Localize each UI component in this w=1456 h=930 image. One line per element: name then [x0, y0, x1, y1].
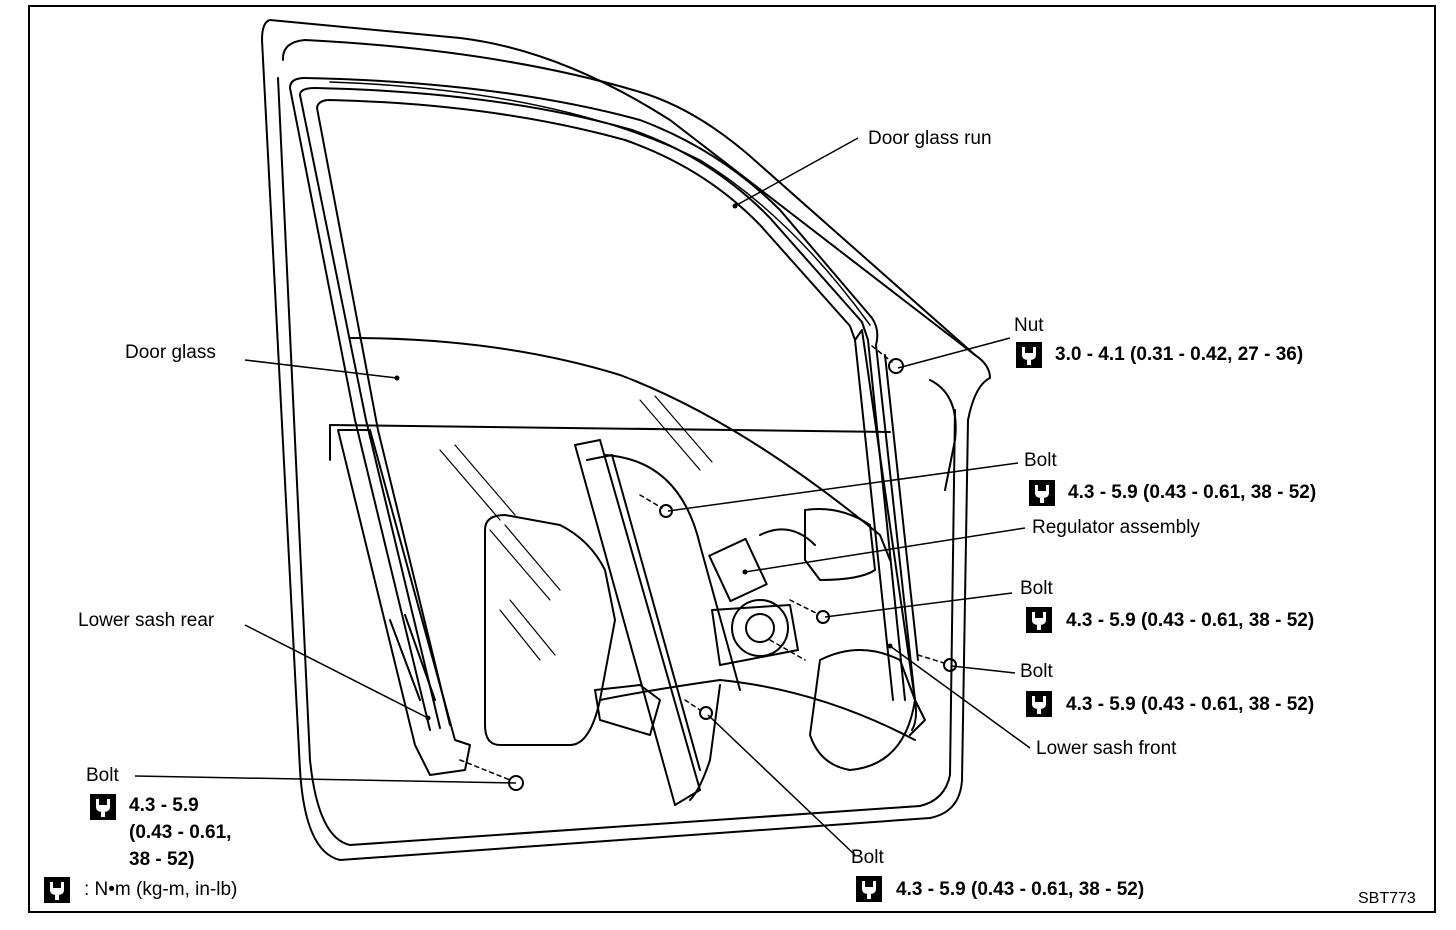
torque-spec-bolt-left: 4.3 - 5.9 (0.43 - 0.61, 38 - 52): [129, 792, 231, 873]
unit-legend: : N•m (kg-m, in-lb): [84, 879, 238, 900]
regulator-channel: [574, 439, 701, 806]
label-lower-sash-rear: Lower sash rear: [78, 610, 215, 631]
label-bolt-left: Bolt: [86, 765, 119, 786]
torque-spec-bolt-upper: 4.3 - 5.9 (0.43 - 0.61, 38 - 52): [1068, 482, 1317, 503]
leader-nut: [897, 337, 1011, 369]
regulator-gear: [731, 599, 789, 657]
panel-cutout: [484, 514, 616, 746]
torque-wrench-icon: [1026, 607, 1052, 633]
torque-wrench-icon: [1029, 480, 1055, 506]
leader-bolt-middle: [824, 592, 1013, 618]
leader-regulator: [744, 527, 1026, 573]
leader-bolt-bottom: [707, 714, 856, 856]
glass-run: [329, 81, 871, 326]
door-sash-frame: [289, 77, 917, 731]
leader-door-glass: [244, 359, 398, 379]
label-door-glass: Door glass: [125, 342, 216, 363]
label-door-glass-run: Door glass run: [868, 128, 992, 149]
torque-wrench-icon: [90, 794, 116, 820]
label-regulator-assembly: Regulator assembly: [1032, 517, 1200, 538]
torque-line: 38 - 52): [129, 849, 195, 870]
torque-line: 4.3 - 5.9: [129, 795, 199, 816]
bolt-right-lower-part: [943, 658, 957, 672]
regulator-motor: [708, 537, 768, 603]
torque-wrench-icon: [1016, 342, 1042, 368]
leader-lower-sash-front: [889, 645, 1031, 749]
leader-door-glass-run: [734, 137, 859, 207]
label-bolt-upper: Bolt: [1024, 450, 1057, 471]
door-glass-outline: [349, 337, 891, 561]
label-nut: Nut: [1014, 315, 1044, 336]
torque-wrench-icon: [44, 877, 70, 903]
leader-bolt-right-lower: [951, 665, 1016, 674]
leader-bolt-left: [134, 775, 517, 784]
torque-spec-bolt-right-lower: 4.3 - 5.9 (0.43 - 0.61, 38 - 52): [1066, 694, 1315, 715]
round-cutout: [809, 649, 916, 771]
torque-line: (0.43 - 0.61,: [129, 822, 232, 843]
torque-wrench-icon: [1026, 691, 1052, 717]
diagram-frame: [28, 5, 1436, 913]
torque-spec-nut: 3.0 - 4.1 (0.31 - 0.42, 27 - 36): [1055, 344, 1304, 365]
label-lower-sash-front: Lower sash front: [1036, 738, 1177, 759]
leader-lower-sash-rear: [244, 624, 429, 719]
label-bolt-bottom: Bolt: [851, 847, 884, 868]
bolt-bottom-part: [699, 706, 713, 720]
leader-bolt-upper: [667, 462, 1019, 512]
torque-wrench-icon: [856, 876, 882, 902]
label-bolt-right-lower: Bolt: [1020, 661, 1053, 682]
torque-spec-bolt-middle: 4.3 - 5.9 (0.43 - 0.61, 38 - 52): [1066, 610, 1315, 631]
label-bolt-middle: Bolt: [1020, 578, 1053, 599]
lower-sash-rear-part: [337, 429, 471, 776]
figure-code: SBT773: [1358, 890, 1416, 907]
torque-spec-bolt-bottom: 4.3 - 5.9 (0.43 - 0.61, 38 - 52): [896, 879, 1145, 900]
